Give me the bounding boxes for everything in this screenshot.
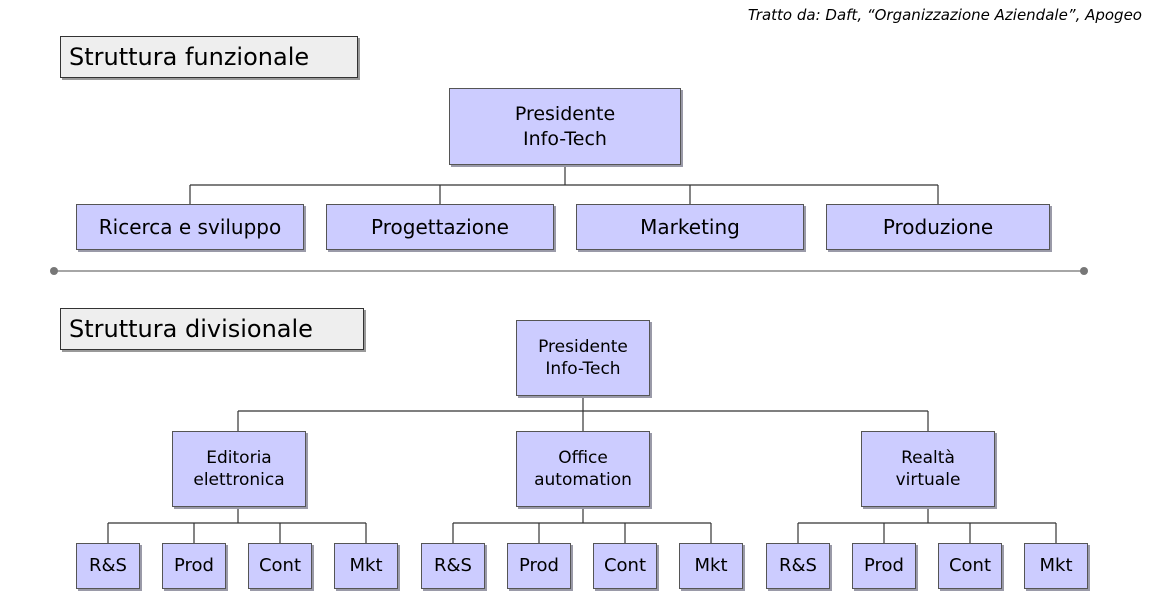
division-line-1: Office xyxy=(558,447,608,468)
division-node-editoria: Editoria elettronica xyxy=(172,431,306,507)
functional-title: Struttura funzionale xyxy=(60,36,358,78)
unit-node: Mkt xyxy=(334,543,398,589)
root-line-2: Info-Tech xyxy=(545,359,621,379)
unit-node: R&S xyxy=(421,543,485,589)
divisional-root-node: Presidente Info-Tech xyxy=(516,320,650,396)
unit-node: Prod xyxy=(507,543,571,589)
unit-node: Mkt xyxy=(1024,543,1088,589)
divider-endpoint-right xyxy=(1080,267,1088,275)
department-node: Ricerca e sviluppo xyxy=(76,204,304,250)
root-line-1: Presidente xyxy=(538,336,628,357)
root-line-2: Info-Tech xyxy=(523,127,607,150)
division-node-office: Office automation xyxy=(516,431,650,507)
source-citation: Tratto da: Daft, “Organizzazione Azienda… xyxy=(747,6,1142,24)
unit-node: R&S xyxy=(766,543,830,589)
unit-node: Prod xyxy=(852,543,916,589)
division-line-2: elettronica xyxy=(193,470,285,490)
divider-endpoint-left xyxy=(50,267,58,275)
unit-node: Mkt xyxy=(679,543,743,589)
division-line-1: Editoria xyxy=(206,447,272,468)
divisional-title: Struttura divisionale xyxy=(60,308,364,350)
division-line-2: virtuale xyxy=(895,470,961,490)
unit-node: R&S xyxy=(76,543,140,589)
unit-node: Prod xyxy=(162,543,226,589)
division-line-2: automation xyxy=(534,470,632,490)
department-node: Progettazione xyxy=(326,204,554,250)
department-node: Marketing xyxy=(576,204,804,250)
unit-node: Cont xyxy=(938,543,1002,589)
unit-node: Cont xyxy=(593,543,657,589)
division-node-realta: Realtà virtuale xyxy=(861,431,995,507)
root-line-1: Presidente xyxy=(514,102,616,125)
department-node: Produzione xyxy=(826,204,1050,250)
division-line-1: Realtà xyxy=(901,447,955,468)
functional-root-node: Presidente Info-Tech xyxy=(449,88,681,165)
unit-node: Cont xyxy=(248,543,312,589)
